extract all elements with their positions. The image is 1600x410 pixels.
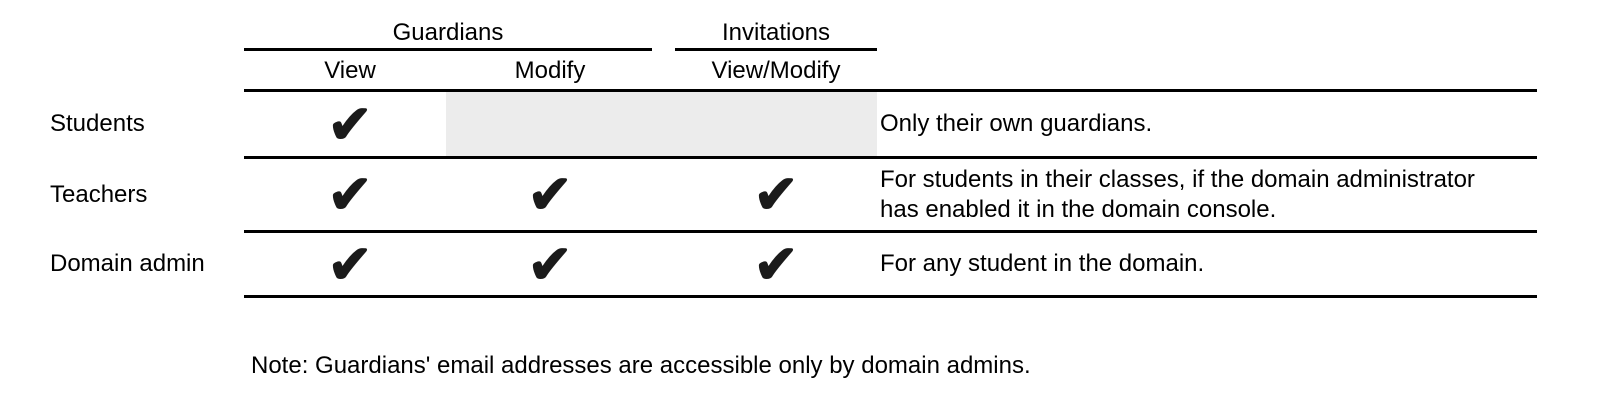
column-header-modify: Modify (514, 57, 586, 84)
checkmark-icon: ✔ (527, 234, 574, 296)
note-line: For any student in the domain. (880, 250, 1205, 277)
disabled-cells-highlight (446, 92, 877, 156)
row-rule-domain-admin (244, 295, 1537, 298)
column-group-guardians: Guardians (392, 19, 504, 46)
guardians-underline (244, 48, 652, 51)
checkmark-icon: ✔ (327, 164, 374, 226)
checkmark-icon: ✔ (327, 94, 374, 156)
empty-cell (450, 92, 650, 156)
column-group-invitations: Invitations (721, 19, 831, 46)
empty-cell (671, 92, 881, 156)
invitations-underline (675, 48, 877, 51)
row-label-domain-admin: Domain admin (50, 250, 205, 277)
note-line: For students in their classes, if the do… (880, 165, 1475, 193)
column-header-view-modify: View/Modify (711, 57, 841, 84)
checkmark-icon: ✔ (327, 234, 374, 296)
checkmark-icon: ✔ (753, 164, 800, 226)
note-line: has enabled it in the domain console. (880, 195, 1277, 223)
row-note-domain-admin: For any student in the domain. (880, 233, 1536, 295)
checkmark-icon: ✔ (527, 164, 574, 226)
checkmark-icon: ✔ (753, 234, 800, 296)
row-label-teachers: Teachers (50, 180, 148, 208)
footnote: Note: Guardians' email addresses are acc… (251, 352, 1031, 379)
row-label-students: Students (50, 110, 145, 137)
row-note-teachers: For students in their classes, if the do… (880, 159, 1536, 230)
row-note-students: Only their own guardians. (880, 92, 1536, 156)
row-rule-students (244, 156, 1537, 159)
note-line: Only their own guardians. (880, 110, 1153, 137)
column-header-view: View (324, 57, 376, 84)
row-rule-teachers (244, 230, 1537, 233)
header-rule (244, 89, 1537, 92)
